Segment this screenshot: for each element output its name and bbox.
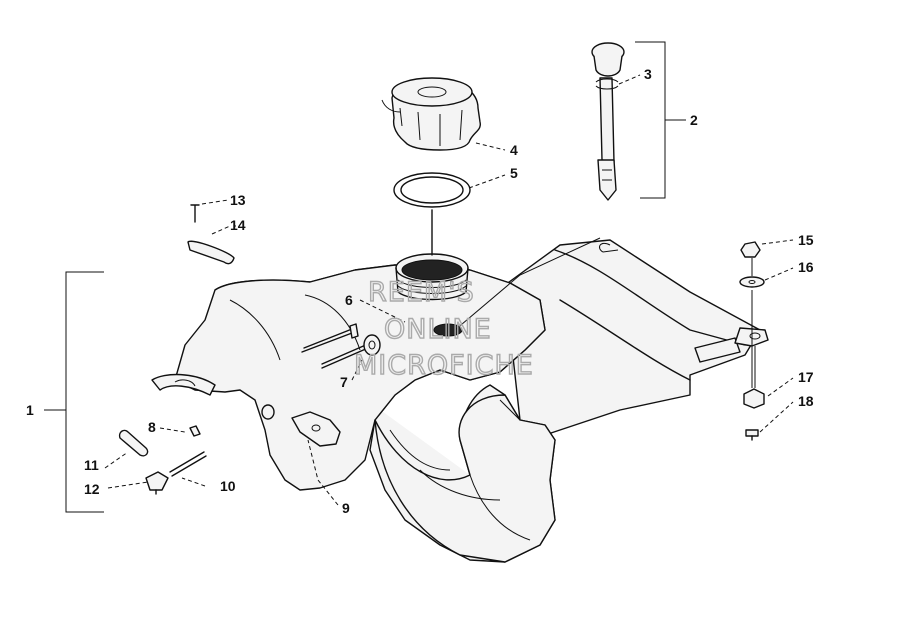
fuel-cap-gasket bbox=[393, 172, 471, 208]
callout-17: 17 bbox=[798, 369, 814, 385]
callout-9: 9 bbox=[342, 500, 350, 516]
callout-4: 4 bbox=[510, 142, 518, 158]
leader-lines bbox=[104, 74, 794, 506]
callout-numbers: 1 2 3 4 5 6 7 8 9 10 11 12 13 14 15 16 1… bbox=[26, 66, 814, 516]
hardware bbox=[118, 204, 765, 495]
callout-3: 3 bbox=[644, 66, 652, 82]
callout-5: 5 bbox=[510, 165, 518, 181]
callout-7: 7 bbox=[340, 374, 348, 390]
callout-2: 2 bbox=[690, 112, 698, 128]
callout-13: 13 bbox=[230, 192, 246, 208]
callout-10: 10 bbox=[220, 478, 236, 494]
group-brackets bbox=[44, 41, 686, 513]
callout-15: 15 bbox=[798, 232, 814, 248]
callout-18: 18 bbox=[798, 393, 814, 409]
filler-neck bbox=[395, 253, 469, 337]
fuel-tank bbox=[151, 239, 769, 563]
callout-1: 1 bbox=[26, 402, 34, 418]
callout-12: 12 bbox=[84, 481, 100, 497]
callout-16: 16 bbox=[798, 259, 814, 275]
fuel-gauge bbox=[591, 42, 625, 201]
watermark-line-2: ONLINE bbox=[384, 314, 492, 345]
callout-11: 11 bbox=[84, 457, 99, 473]
callout-6: 6 bbox=[345, 292, 353, 308]
callout-14: 14 bbox=[230, 217, 246, 233]
watermark-line-1: REEM'S bbox=[368, 277, 475, 308]
watermark: REEM'S ONLINE MICROFICHE bbox=[353, 276, 534, 381]
fuel-cap bbox=[381, 77, 482, 151]
watermark-line-3: MICROFICHE bbox=[354, 350, 534, 381]
callout-8: 8 bbox=[148, 419, 156, 435]
